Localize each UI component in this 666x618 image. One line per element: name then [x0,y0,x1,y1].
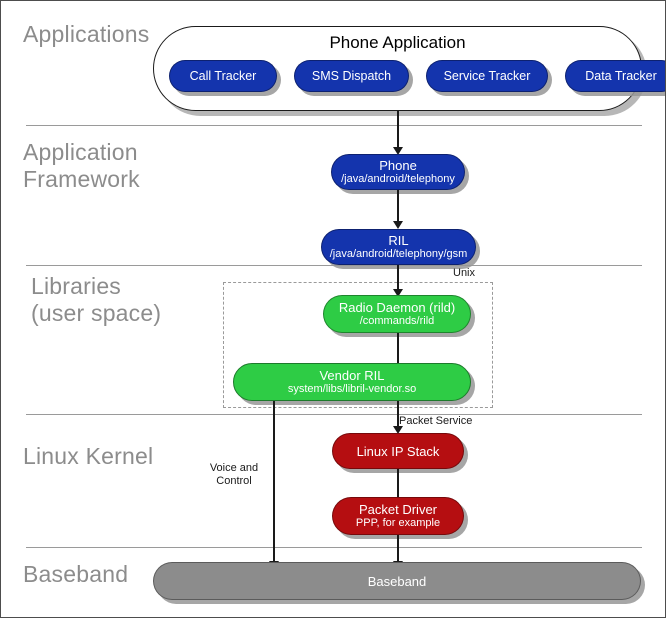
connector-packet-driver-to-baseband [397,535,399,565]
node-phone[interactable]: Phone /java/android/telephony [331,154,465,190]
node-title: Packet Driver [358,502,438,517]
arrowhead-phone-to-ril [393,221,403,229]
band-label-application-framework: Application Framework [23,139,140,192]
connector-rild-to-vendor-ril [397,333,399,366]
node-title: Radio Daemon (rild) [338,300,456,315]
unix-boundary-label: Unix [453,267,476,279]
connector-voice-and-control [273,401,275,565]
node-subtitle: PPP, for example [355,517,441,529]
node-ril[interactable]: RIL /java/android/telephony/gsm [321,229,476,265]
band-label-applications: Applications [23,21,150,47]
node-title: RIL [388,233,409,248]
divider-framework-libraries [26,265,642,266]
node-baseband[interactable]: Baseband [153,562,641,600]
app-chip-label: Data Tracker [585,68,657,83]
node-subtitle: /java/android/telephony/gsm [329,248,468,260]
divider-libraries-kernel [26,414,642,415]
node-vendor-ril[interactable]: Vendor RIL system/libs/libril-vendor.so [233,363,471,401]
node-title: Linux IP Stack [356,443,440,459]
app-chip-call-tracker[interactable]: Call Tracker [169,60,277,92]
divider-applications-framework [26,125,642,126]
node-title: Baseband [367,573,427,589]
node-packet-driver[interactable]: Packet Driver PPP, for example [332,497,464,535]
node-subtitle: /commands/rild [359,315,435,327]
node-radio-daemon[interactable]: Radio Daemon (rild) /commands/rild [323,295,471,333]
node-subtitle: system/libs/libril-vendor.so [287,383,417,395]
annotation-voice-and-control: Voice and Control [209,462,259,487]
phone-application-group[interactable]: Phone Application Call Tracker SMS Dispa… [153,26,665,111]
app-chip-service-tracker[interactable]: Service Tracker [426,60,548,92]
arrowhead-apps-to-phone [393,147,403,155]
app-chip-sms-dispatch[interactable]: SMS Dispatch [294,60,409,92]
connector-ril-to-rild [397,265,399,291]
connector-apps-to-phone [397,111,399,149]
connector-phone-to-ril [397,190,399,223]
app-chip-label: Service Tracker [443,68,531,83]
arrowhead-vendor-ril-to-ip-stack [393,426,403,434]
node-linux-ip-stack[interactable]: Linux IP Stack [332,433,464,469]
app-chip-label: SMS Dispatch [311,68,392,83]
band-label-libraries: Libraries (user space) [31,273,162,326]
connector-vendor-ril-to-ip-stack [397,401,399,429]
arrowhead-ril-to-rild [393,289,403,297]
phone-application-title: Phone Application [329,33,466,52]
band-label-baseband: Baseband [23,561,129,587]
app-chip-label: Call Tracker [189,68,257,83]
band-label-linux-kernel: Linux Kernel [23,443,154,469]
node-subtitle: /java/android/telephony [341,173,455,185]
divider-kernel-baseband [26,547,642,548]
annotation-packet-service: Packet Service [399,415,473,427]
connector-ip-stack-to-packet-driver [397,469,399,501]
node-title: Vendor RIL [319,368,385,383]
unix-boundary-box [223,282,493,408]
app-chip-data-tracker[interactable]: Data Tracker [565,60,665,92]
node-title: Phone [379,158,417,173]
